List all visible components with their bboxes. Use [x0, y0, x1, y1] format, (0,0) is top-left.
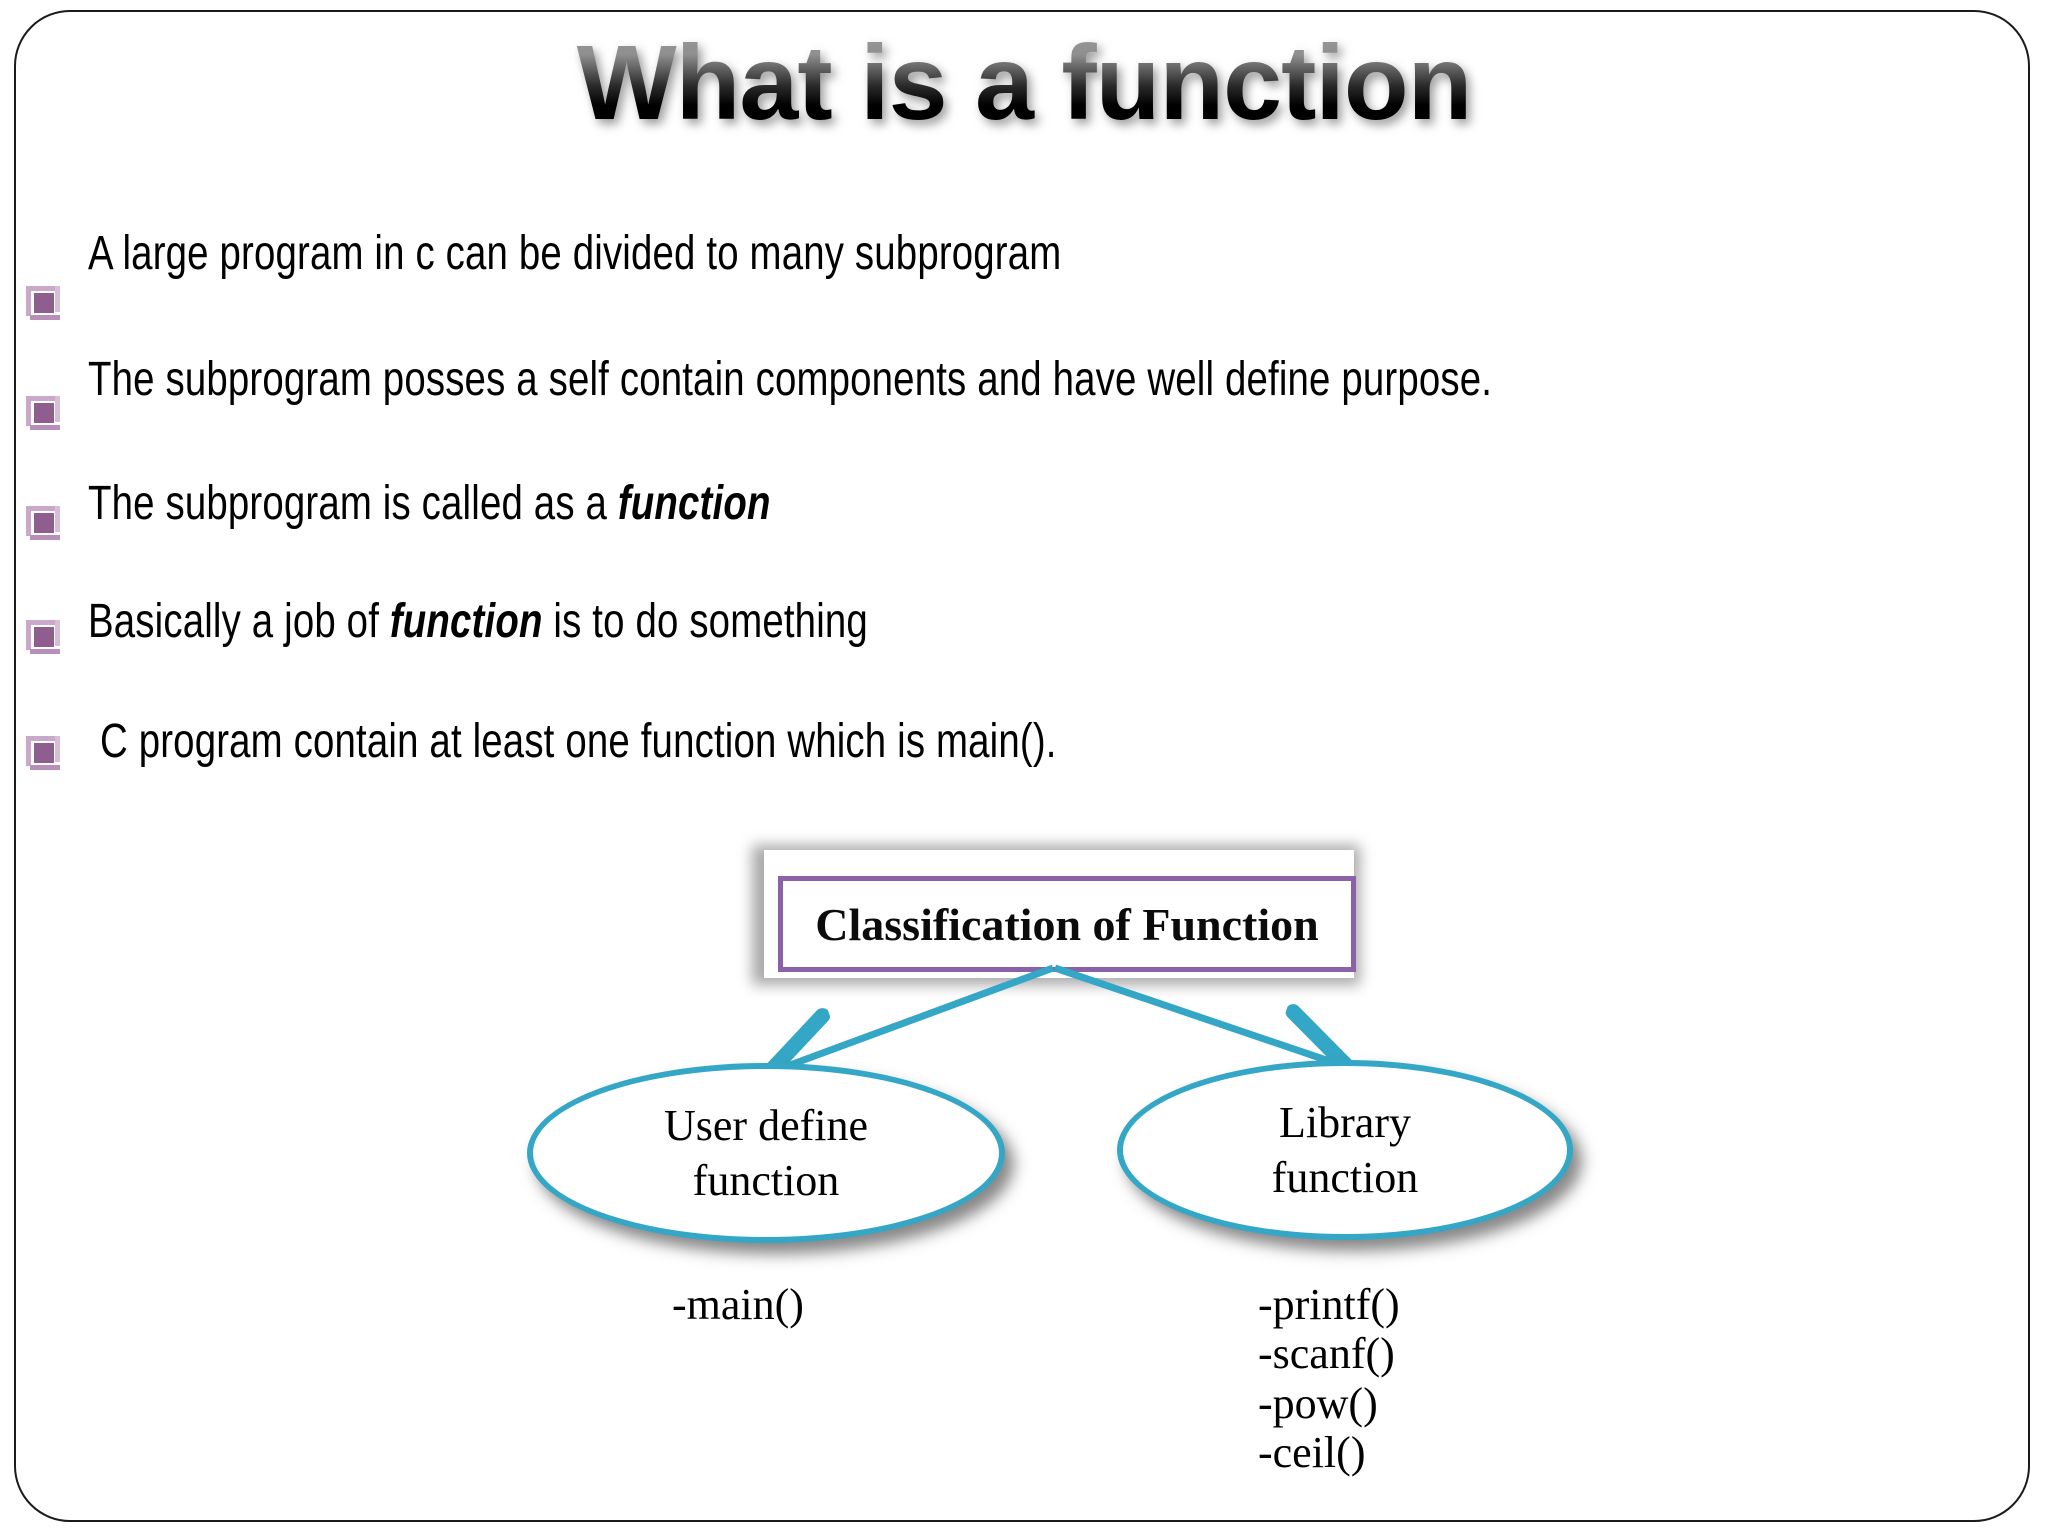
bullet-emphasis: function [389, 595, 543, 648]
node-label-line1: User define [663, 1100, 868, 1150]
user-define-function-examples: -main() [672, 1280, 804, 1329]
page-title-container: What is a function [0, 24, 2048, 142]
bullet-list: A large program in c can be divided to m… [0, 227, 2048, 852]
list-item: -main() [672, 1280, 804, 1329]
purple-square-picture-bullet-icon [24, 618, 64, 658]
node-label-line2: function [692, 1156, 840, 1205]
node-library-function: Library function [1117, 1060, 1573, 1240]
bullet-text-part: The subprogram is called as a [88, 477, 618, 530]
bullet-text-part: Basically a job of [88, 595, 390, 648]
list-item: The subprogram is called as a function [0, 477, 2048, 604]
purple-square-picture-bullet-icon [24, 504, 64, 544]
bullet-item-label-4: Basically a job of function is to do som… [88, 594, 868, 649]
bullet-text-part: A large program in c can be divided to m… [88, 227, 1062, 280]
list-item: Basically a job of function is to do som… [0, 595, 2048, 728]
list-item: The subprogram posses a self contain com… [0, 353, 2048, 480]
bullet-item-label-3: The subprogram is called as a function [88, 476, 771, 531]
bullet-text-part: The subprogram posses a self contain com… [88, 353, 1493, 406]
classification-root-label: Classification of Function [815, 898, 1319, 950]
node-label-line1: Library [1279, 1097, 1411, 1147]
bullet-text-part: C program contain at least one function … [100, 715, 1057, 768]
list-item: -ceil() [1258, 1427, 1366, 1477]
list-item: A large program in c can be divided to m… [0, 227, 2048, 356]
purple-square-picture-bullet-icon [24, 284, 64, 324]
list-item: C program contain at least one function … [0, 715, 2048, 852]
bullet-item-label-1: A large program in c can be divided to m… [88, 226, 1061, 281]
bullet-item-label-2: The subprogram posses a self contain com… [88, 352, 1492, 407]
classification-root-box: Classification of Function [778, 876, 1356, 972]
bullet-item-label-5: C program contain at least one function … [100, 714, 1057, 769]
bullet-emphasis: function [617, 477, 771, 530]
page-title: What is a function [576, 24, 1473, 142]
list-item: -scanf() [1258, 1329, 1395, 1379]
library-function-examples: -printf() -scanf() -pow() -ceil() [1258, 1280, 1400, 1477]
purple-square-picture-bullet-icon [24, 394, 64, 434]
list-item: -printf() [1258, 1280, 1400, 1329]
list-item: -pow() [1258, 1378, 1378, 1428]
node-user-define-function: User define function [527, 1063, 1005, 1243]
bullet-text-part: is to do something [542, 595, 868, 648]
node-label-line2: function [1271, 1153, 1419, 1202]
purple-square-picture-bullet-icon [24, 734, 64, 774]
